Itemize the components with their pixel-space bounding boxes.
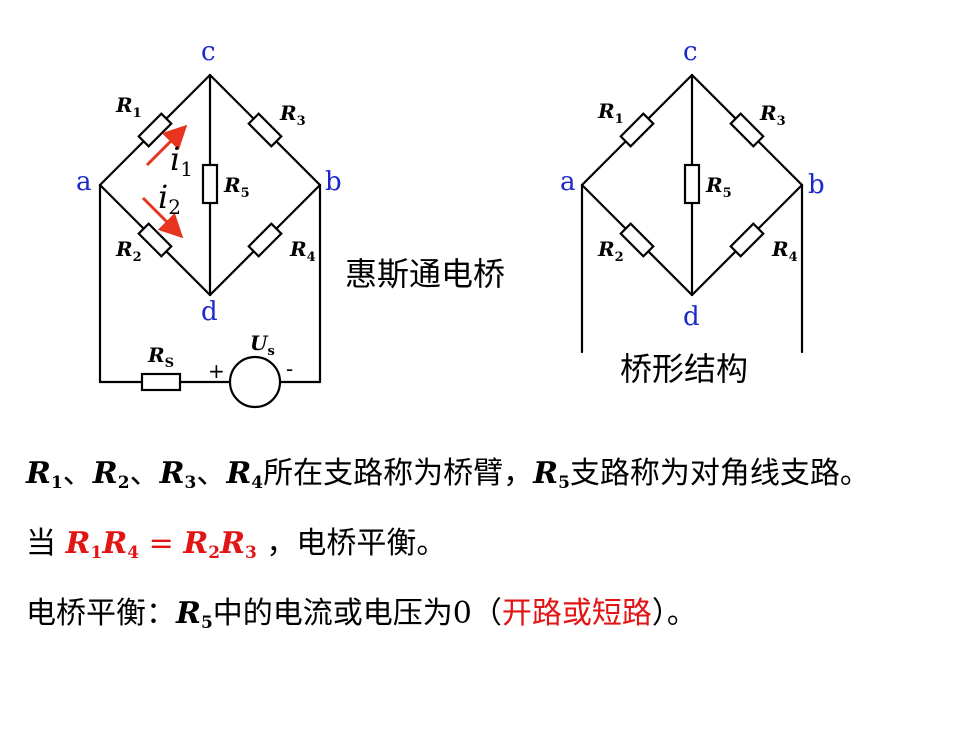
resistor-rs xyxy=(140,372,182,392)
separator: 、 xyxy=(62,456,93,491)
var-r: R xyxy=(159,456,185,491)
label-r2: R2 xyxy=(115,237,142,265)
text-line-2: 当 R1R4 = R2R3 ，电桥平衡。 xyxy=(26,518,446,563)
resistor-r4 xyxy=(247,222,283,258)
text-segment: 所在支路称为桥臂， xyxy=(263,456,534,491)
label-r4: R4 xyxy=(289,237,316,265)
var-r: R xyxy=(92,456,118,491)
bridge-structure: c a b d R1 R3 R5 R2 R4 桥形结构 xyxy=(560,37,825,388)
label-us: Us xyxy=(250,331,275,359)
text-line-3: 电桥平衡：R5中的电流或电压为0（开路或短路）。 xyxy=(26,588,697,633)
subscript: 2 xyxy=(117,473,130,493)
var-r: R xyxy=(226,456,252,491)
label-r1: R1 xyxy=(597,99,624,127)
node-a: a xyxy=(76,167,92,197)
text-segment: 当 xyxy=(26,526,66,561)
current-arrow-i2 xyxy=(141,196,184,239)
subscript: 5 xyxy=(200,613,213,633)
balance-equation: R1R4 = R2R3 xyxy=(65,526,257,563)
caption-wheatstone: 惠斯通电桥 xyxy=(345,255,505,293)
label-r3: R3 xyxy=(759,101,786,129)
label-rs: RS xyxy=(147,343,174,371)
source-plus: + xyxy=(208,359,225,383)
subscript: 3 xyxy=(184,473,197,493)
resistor-r1 xyxy=(619,112,655,148)
var-r: R xyxy=(176,596,201,631)
label-r3: R3 xyxy=(279,101,306,129)
text-segment: ）。 xyxy=(651,596,697,631)
separator: 、 xyxy=(196,456,227,491)
voltage-source-icon xyxy=(228,355,282,409)
node-c: c xyxy=(201,37,216,67)
text-segment: 中的电流或电压为0（ xyxy=(212,596,502,631)
resistor-r1 xyxy=(137,112,173,148)
resistor-r5 xyxy=(201,163,219,205)
node-d: d xyxy=(201,297,218,327)
highlight-text: 开路或短路 xyxy=(501,596,652,631)
text-segment: 电桥平衡： xyxy=(26,596,176,631)
caption-bridge-structure: 桥形结构 xyxy=(620,350,748,388)
label-r1: R1 xyxy=(115,93,142,121)
subscript: 5 xyxy=(558,473,570,493)
resistor-r2 xyxy=(137,222,173,258)
node-c: c xyxy=(683,37,698,67)
resistor-r4 xyxy=(729,222,765,258)
circuit-diagrams: c a b d R1 R3 R5 R2 R4 RS i1 i2 Us + - 惠… xyxy=(76,37,825,409)
label-r4: R4 xyxy=(771,237,798,265)
subscript: 1 xyxy=(50,473,63,493)
node-d: d xyxy=(683,302,700,332)
node-b: b xyxy=(808,170,825,200)
var-r: R xyxy=(26,456,51,491)
label-i2: i2 xyxy=(158,178,181,219)
var-r: R xyxy=(533,456,559,491)
label-r2: R2 xyxy=(597,237,624,265)
resistor-r3 xyxy=(247,112,283,148)
current-arrow-i1 xyxy=(145,124,188,167)
label-i1: i1 xyxy=(170,140,193,181)
separator: 、 xyxy=(129,456,160,491)
text-segment: 支路称为对角线支路。 xyxy=(569,456,870,491)
text-segment: ，电桥平衡。 xyxy=(256,526,447,561)
node-a: a xyxy=(560,167,576,197)
source-minus: - xyxy=(286,357,293,381)
node-b: b xyxy=(325,167,342,197)
text-line-1: R1、R2、R3、R4所在支路称为桥臂，R5支路称为对角线支路。 xyxy=(26,448,870,493)
subscript: 4 xyxy=(251,473,264,493)
resistor-r3 xyxy=(729,112,765,148)
label-r5: R5 xyxy=(223,173,250,201)
label-r5: R5 xyxy=(705,173,732,201)
resistor-r2 xyxy=(619,222,655,258)
resistor-r5 xyxy=(683,163,701,205)
wheatstone-bridge: c a b d R1 R3 R5 R2 R4 RS i1 i2 Us + - 惠… xyxy=(76,37,505,409)
